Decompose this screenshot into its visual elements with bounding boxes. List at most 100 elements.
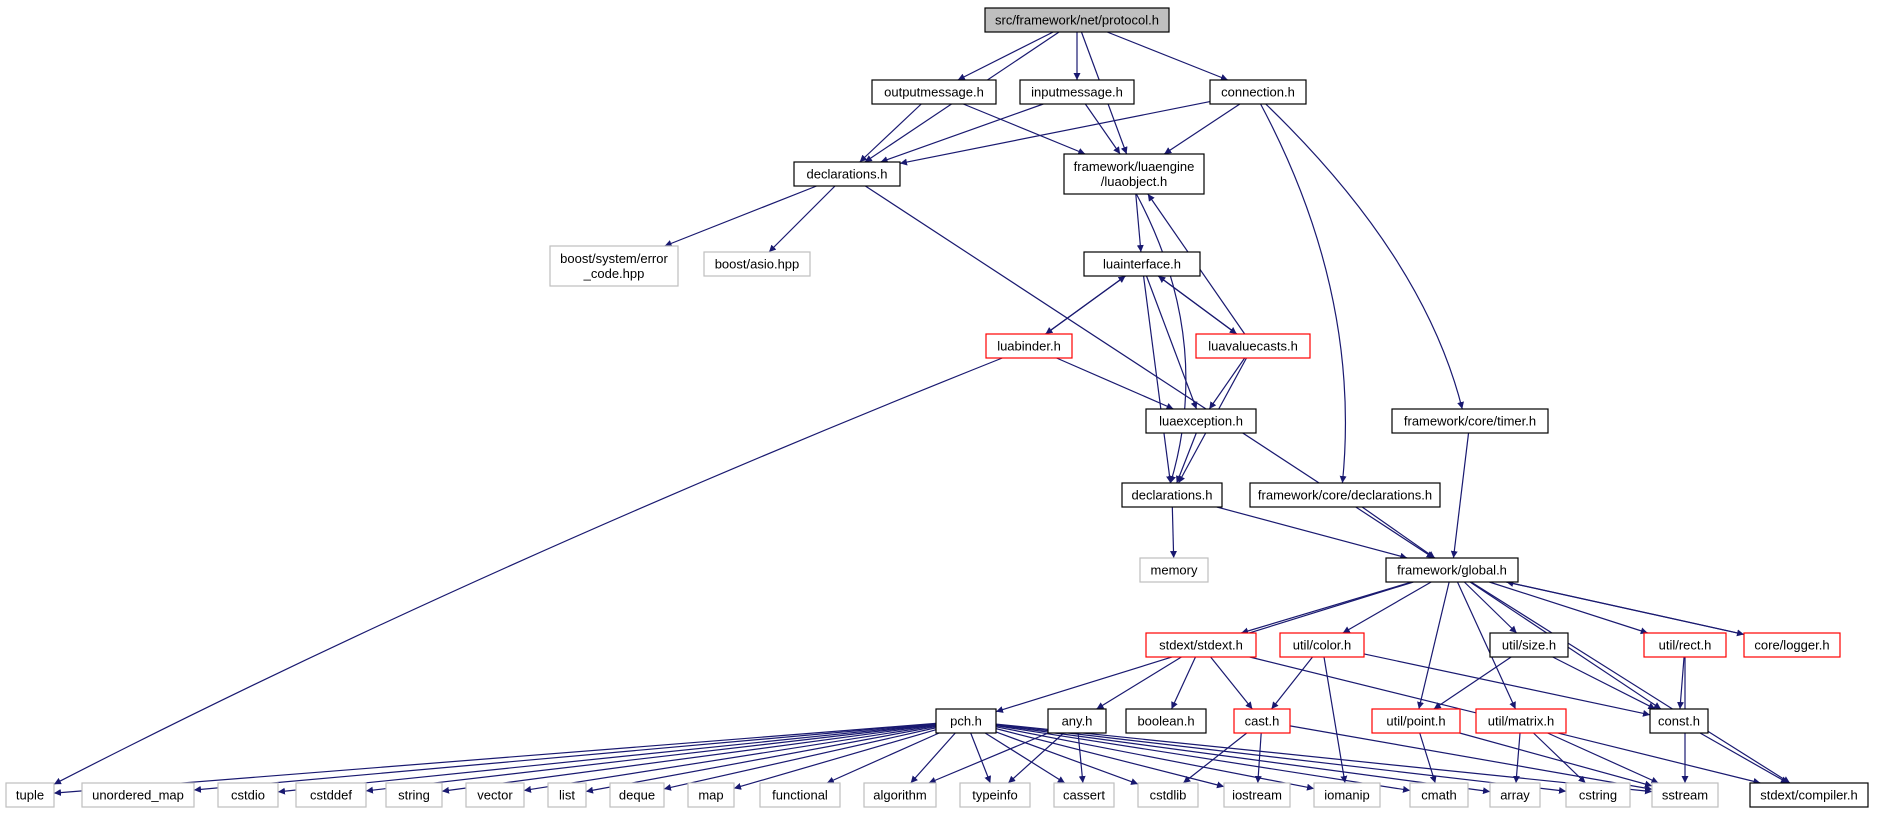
edge-luaexception-to-lua_declarations (1175, 432, 1197, 484)
node-cstring: cstring (1565, 782, 1631, 808)
node-luavaluecasts[interactable]: luavaluecasts.h (1195, 333, 1311, 359)
node-boolean[interactable]: boolean.h (1125, 708, 1207, 734)
node-box (1195, 333, 1311, 359)
node-label: src/framework/net/protocol.h (995, 13, 1159, 28)
node-label: declarations.h (1132, 488, 1213, 503)
node-box (1385, 557, 1519, 583)
node-memory: memory (1139, 557, 1209, 583)
node-boost-asio: boost/asio.hpp (703, 251, 811, 277)
node-cstdio: cstdio (217, 782, 279, 808)
node-label: memory (1151, 563, 1198, 578)
node-map: map (687, 782, 735, 808)
node-any[interactable]: any.h (1047, 708, 1107, 734)
edge-connection-to-core_declarations (1260, 103, 1347, 484)
node-size[interactable]: util/size.h (1489, 632, 1569, 658)
node-connection[interactable]: connection.h (1209, 79, 1307, 105)
node-inputmessage[interactable]: inputmessage.h (1019, 79, 1135, 105)
node-box (1279, 632, 1365, 658)
edge-pch-to-cstdio (277, 723, 937, 795)
edge-pch-to-map (733, 729, 937, 790)
node-box (1209, 79, 1307, 105)
node-rect[interactable]: util/rect.h (1643, 632, 1727, 658)
node-box (385, 782, 443, 808)
node-luainterface[interactable]: luainterface.h (1083, 251, 1201, 277)
node-label: cassert (1063, 788, 1105, 803)
node-array: array (1489, 782, 1541, 808)
node-box (1749, 782, 1869, 808)
edge-pch-to-functional (826, 732, 940, 784)
node-stdext[interactable]: stdext/stdext.h (1145, 632, 1257, 658)
node-label: util/size.h (1502, 638, 1556, 653)
node-vector: vector (465, 782, 525, 808)
node-label: luavaluecasts.h (1208, 339, 1298, 354)
edge-lua_declarations-to-global (1216, 506, 1408, 560)
edge-global-to-point (1417, 581, 1450, 710)
edge-pch-to-cstddef (365, 723, 937, 794)
node-color[interactable]: util/color.h (1279, 632, 1365, 658)
edge-cast-to-iostream (1254, 732, 1262, 784)
node-box (985, 333, 1073, 359)
node-box (1651, 782, 1719, 808)
edge-connection-to-net_declarations (899, 100, 1211, 166)
node-label: functional (772, 788, 828, 803)
edge-outputmessage-to-net_declarations (859, 103, 922, 163)
edge-pch-to-algorithm (910, 732, 956, 784)
node-box (935, 708, 997, 734)
edge-luavaluecasts-to-luainterface (1157, 275, 1238, 335)
node-label: framework/core/timer.h (1404, 414, 1536, 429)
node-luaexception[interactable]: luaexception.h (1145, 408, 1257, 434)
node-label: util/matrix.h (1488, 714, 1554, 729)
node-core-timer[interactable]: framework/core/timer.h (1391, 408, 1549, 434)
node-box (1475, 708, 1567, 734)
node-luaobject[interactable]: framework/luaengine/luaobject.h (1063, 153, 1205, 195)
node-const[interactable]: const.h (1649, 708, 1709, 734)
node-cstdlib: cstdlib (1137, 782, 1199, 808)
node-label: const.h (1658, 714, 1700, 729)
node-tuple: tuple (5, 782, 55, 808)
node-matrix[interactable]: util/matrix.h (1475, 708, 1567, 734)
node-boost-error: boost/system/error_code.hpp (549, 245, 679, 287)
node-point[interactable]: util/point.h (1371, 708, 1461, 734)
node-outputmessage[interactable]: outputmessage.h (871, 79, 997, 105)
node-pch[interactable]: pch.h (935, 708, 997, 734)
edge-net_declarations-to-boost_asio (768, 185, 836, 253)
node-algorithm: algorithm (863, 782, 937, 808)
node-logger[interactable]: core/logger.h (1743, 632, 1841, 658)
edge-matrix-to-sstream (1547, 732, 1659, 784)
node-label: map (698, 788, 723, 803)
edge-global-to-matrix (1456, 581, 1517, 710)
node-label: cast.h (1245, 714, 1280, 729)
node-box (547, 782, 587, 808)
node-box (1743, 632, 1841, 658)
edge-pch-to-deque (663, 727, 937, 791)
edge-protocol-to-outputmessage (957, 31, 1054, 81)
node-box (1053, 782, 1115, 808)
node-protocol[interactable]: src/framework/net/protocol.h (984, 7, 1170, 33)
edge-pch-to-cassert (984, 732, 1066, 784)
node-cmath: cmath (1409, 782, 1469, 808)
node-compiler[interactable]: stdext/compiler.h (1749, 782, 1869, 808)
node-cast[interactable]: cast.h (1233, 708, 1291, 734)
node-label: cmath (1421, 788, 1456, 803)
edge-luainterface-to-lua_declarations (1142, 275, 1174, 484)
node-label: sstream (1662, 788, 1708, 803)
edge-size-to-point (1433, 656, 1512, 710)
node-luabinder[interactable]: luabinder.h (985, 333, 1073, 359)
edge-luabinder-to-luainterface (1045, 275, 1126, 335)
edge-matrix-to-array (1513, 732, 1521, 784)
node-net-declarations[interactable]: declarations.h (793, 161, 901, 187)
edge-size-to-const (1552, 656, 1656, 710)
edge-pch-to-unordered_map (193, 723, 937, 793)
node-global[interactable]: framework/global.h (1385, 557, 1519, 583)
node-box (1565, 782, 1631, 808)
node-core-declarations[interactable]: framework/core/declarations.h (1249, 482, 1441, 508)
node-deque: deque (609, 782, 665, 808)
edge-global-to-compiler (1470, 581, 1791, 784)
node-lua-declarations[interactable]: declarations.h (1121, 482, 1223, 508)
node-label: util/rect.h (1659, 638, 1712, 653)
node-box (1019, 79, 1135, 105)
edge-color-to-const (1363, 653, 1651, 717)
edge-pch-to-iomanip (995, 726, 1315, 791)
edge-pch-to-cstdlib (995, 731, 1139, 785)
